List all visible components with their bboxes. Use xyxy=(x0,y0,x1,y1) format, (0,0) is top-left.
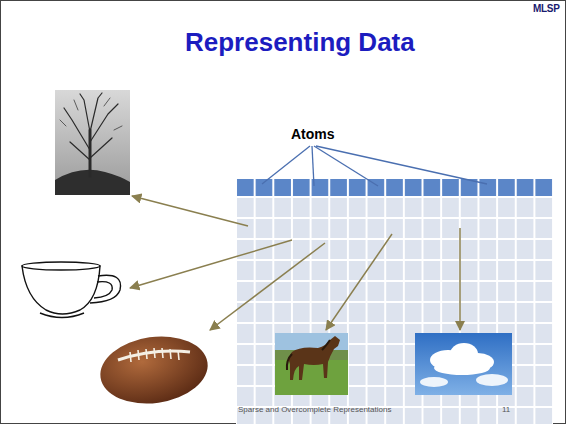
football-picture xyxy=(96,330,212,410)
slide-title: Representing Data xyxy=(185,28,415,58)
atoms-label: Atoms xyxy=(291,126,335,142)
atom-row xyxy=(236,178,553,197)
atom-arrows xyxy=(130,196,460,330)
slide-number: 11 xyxy=(502,405,510,414)
matrix-grid xyxy=(236,197,553,424)
cup-picture xyxy=(22,262,121,318)
clouds-picture xyxy=(415,333,512,395)
tree-picture xyxy=(55,90,130,195)
atom-leaders xyxy=(262,146,487,186)
logo-text: MLSP xyxy=(533,3,560,15)
horse-picture xyxy=(275,333,348,395)
footer-text: Sparse and Overcomplete Representations xyxy=(238,405,391,414)
